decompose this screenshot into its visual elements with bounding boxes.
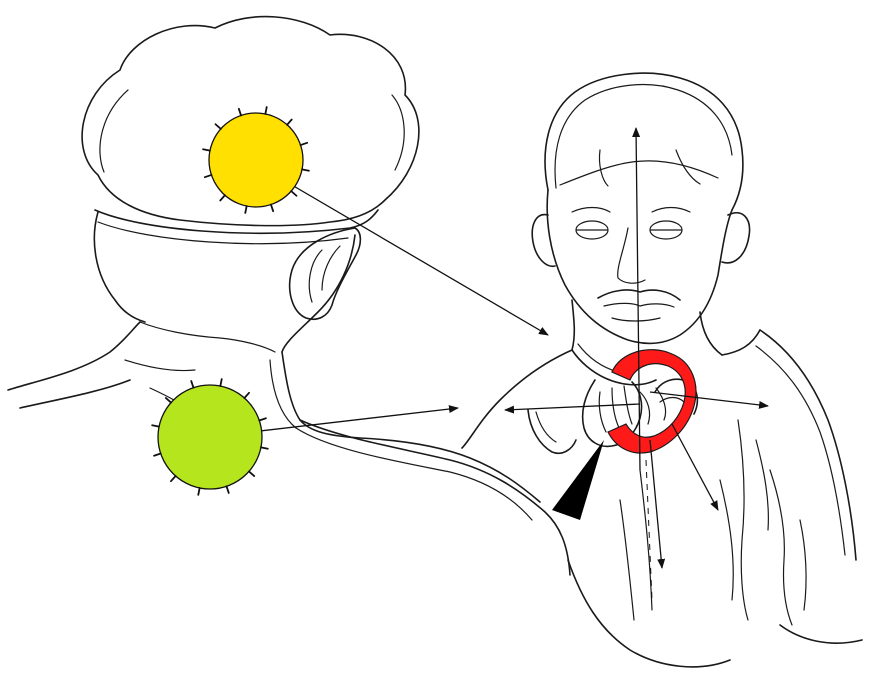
marker-spike — [291, 191, 296, 196]
marker-spike — [220, 379, 221, 386]
right-ray — [650, 392, 768, 406]
defender-hair — [545, 73, 743, 210]
attacker-right-shoulder — [282, 352, 540, 502]
marker-spike — [302, 169, 309, 170]
marker-spike — [216, 124, 221, 129]
defender-right-ear — [722, 213, 750, 263]
green-spiked-circle-icon — [152, 379, 268, 495]
marker-spike — [154, 454, 161, 456]
black-triangle-arrow-icon — [552, 440, 604, 520]
defender-nose — [618, 228, 645, 283]
marker-spike — [245, 206, 246, 213]
marker-spike — [152, 425, 159, 426]
head-force-ray — [256, 164, 548, 335]
defender-mustache — [598, 290, 680, 300]
down-ray-left — [650, 440, 662, 568]
attacker-left-shoulder — [8, 322, 140, 390]
marker-spike — [220, 195, 225, 200]
marker-spike — [239, 109, 241, 116]
marker-spike — [261, 447, 268, 448]
marker-spike — [205, 175, 212, 177]
marker-spike — [287, 120, 292, 125]
defender-left-ear — [532, 215, 555, 267]
yellow-spiked-circle-icon — [203, 107, 309, 213]
defender-left-shoulder — [462, 350, 572, 448]
marker-spike — [301, 143, 308, 145]
attacker-arm — [300, 420, 570, 575]
marker-spike — [244, 393, 249, 398]
marker-spike — [259, 418, 266, 420]
marker-spike — [249, 471, 254, 476]
marker-spike — [271, 205, 273, 212]
marker-spike — [198, 488, 199, 495]
left-ray — [505, 404, 640, 410]
vertical-axis-ray — [636, 128, 640, 470]
marker-spike — [265, 107, 266, 114]
marker-spike — [191, 381, 193, 388]
down-ray-right — [672, 424, 718, 510]
marker-spike — [227, 486, 229, 493]
attacker-figure — [8, 17, 570, 575]
defender-figure — [462, 73, 862, 667]
marker-spike — [171, 476, 176, 481]
marker-spike — [203, 149, 210, 150]
